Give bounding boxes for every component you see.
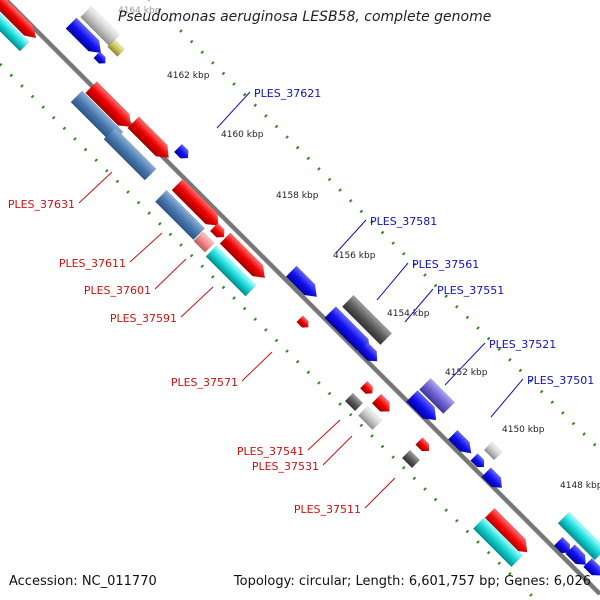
map-title: Pseudomonas aeruginosa LESB58, complete … [118, 9, 492, 25]
ruler-tick-label: 4152 kbp [445, 368, 488, 378]
gene-feature[interactable] [93, 51, 109, 67]
ruler-tick-label: 4164 kbp [118, 6, 161, 16]
gene-label[interactable]: PLES_37541 [237, 445, 304, 458]
gene-feature[interactable] [296, 315, 312, 331]
gene-feature[interactable] [405, 389, 441, 425]
gene-feature[interactable] [103, 127, 157, 181]
callout-line [154, 258, 187, 290]
gene-feature[interactable] [341, 294, 393, 346]
ruler-tick-label: 4154 kbp [387, 309, 430, 319]
gene-feature[interactable] [65, 17, 106, 58]
gene-feature[interactable] [470, 453, 488, 471]
callout-line [376, 262, 409, 301]
gene-label[interactable]: PLES_37621 [254, 87, 321, 100]
gene-callouts: PLES_37621PLES_37581PLES_37561PLES_37551… [8, 87, 594, 516]
gene-label[interactable]: PLES_37601 [84, 284, 151, 297]
gene-feature[interactable] [154, 189, 206, 241]
gene-feature[interactable] [557, 511, 600, 561]
gene-label[interactable]: PLES_37571 [171, 376, 238, 389]
ruler-tick-label: 4160 kbp [221, 130, 264, 140]
callout-line [404, 288, 434, 323]
gene-features [0, 0, 600, 579]
gene-feature[interactable] [583, 558, 600, 579]
gene-feature[interactable] [418, 377, 456, 415]
callout-line [490, 378, 524, 418]
gene-feature[interactable] [219, 232, 270, 283]
callout-line [129, 232, 163, 263]
gene-feature[interactable] [371, 393, 394, 416]
gene-feature[interactable] [171, 178, 224, 231]
callout-line [364, 477, 396, 509]
gene-feature[interactable] [209, 222, 228, 241]
callout-line [180, 286, 214, 318]
gene-label[interactable]: PLES_37511 [294, 503, 361, 516]
gene-feature[interactable] [205, 245, 257, 297]
callout-line [444, 342, 486, 386]
callout-line [78, 171, 113, 204]
ruler-tick-label: 4162 kbp [167, 71, 210, 81]
gene-feature[interactable] [565, 544, 591, 570]
gene-feature[interactable] [344, 392, 364, 412]
genome-summary-text: Topology: circular; Length: 6,601,757 bp… [233, 574, 591, 589]
callout-line [322, 435, 353, 466]
gene-feature[interactable] [0, 0, 41, 43]
gene-feature[interactable] [107, 39, 125, 57]
gene-feature[interactable] [481, 467, 507, 493]
gene-feature[interactable] [193, 231, 215, 253]
gene-label[interactable]: PLES_37631 [8, 198, 75, 211]
gene-feature[interactable] [85, 81, 137, 133]
gene-label[interactable]: PLES_37551 [437, 284, 504, 297]
gene-label[interactable]: PLES_37611 [59, 257, 126, 270]
gene-label[interactable]: PLES_37591 [110, 312, 177, 325]
gene-feature[interactable] [482, 507, 532, 557]
gene-feature[interactable] [357, 341, 381, 365]
ruler-tick-label: 4158 kbp [276, 191, 319, 201]
ruler-line-inner [0, 62, 538, 600]
ruler-tick-label: 4148 kbp [560, 481, 600, 491]
callout-line [216, 91, 251, 129]
gene-label[interactable]: PLES_37501 [527, 374, 594, 387]
gene-feature[interactable] [357, 405, 383, 431]
gene-feature[interactable] [127, 116, 175, 164]
gene-label[interactable]: PLES_37531 [252, 460, 319, 473]
gene-feature[interactable] [0, 0, 30, 52]
gene-feature[interactable] [359, 380, 376, 397]
gene-feature[interactable] [401, 449, 421, 469]
gene-feature[interactable] [483, 441, 503, 461]
ruler-tick-label: 4156 kbp [333, 251, 376, 261]
gene-feature[interactable] [447, 429, 476, 458]
callout-line [335, 219, 367, 254]
ruler-ticks: 4164 kbp 4162 kbp 4160 kbp 4158 kbp 4156 kbp… [118, 6, 600, 491]
ruler-tick-label: 4150 kbp [502, 425, 545, 435]
gene-label[interactable]: PLES_37521 [489, 338, 556, 351]
callout-line [307, 419, 341, 451]
gene-label[interactable]: PLES_37581 [370, 215, 437, 228]
gene-feature[interactable] [173, 143, 192, 162]
callout-line [241, 351, 273, 382]
gene-feature[interactable] [553, 536, 574, 557]
accession-text: Accession: NC_011770 [9, 574, 157, 589]
gene-feature[interactable] [472, 516, 524, 568]
gene-feature[interactable] [285, 265, 322, 302]
gene-feature[interactable] [415, 437, 433, 455]
gene-label[interactable]: PLES_37561 [412, 258, 479, 271]
